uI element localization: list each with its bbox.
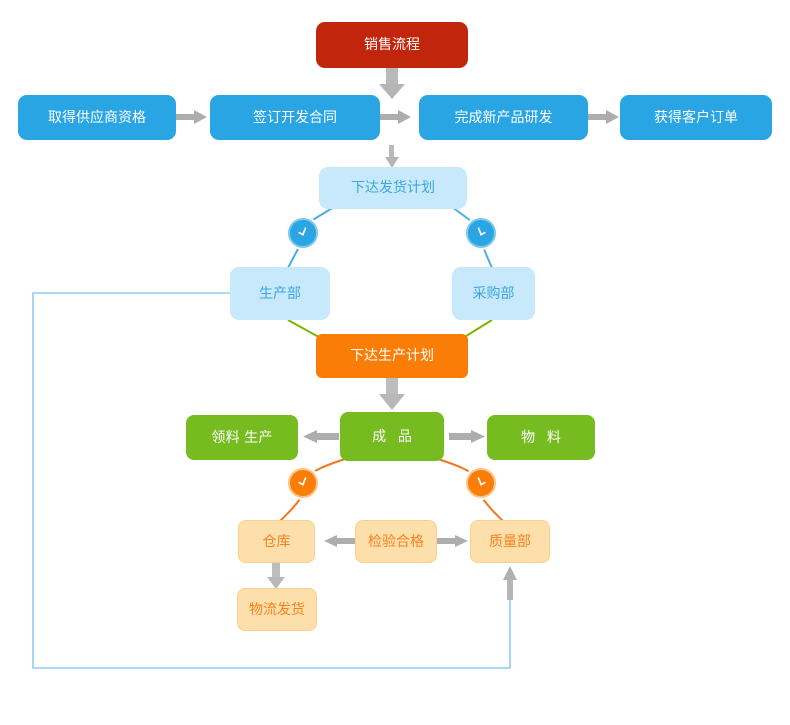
edge-prodplan-to-product (379, 376, 405, 410)
edge-sales-to-stagerow (379, 68, 405, 99)
edge-stage-2-3 (380, 110, 411, 124)
node-sales-process[interactable]: 销售流程 (316, 22, 468, 68)
edge-feedback-arrowhead (503, 566, 517, 600)
node-label: 下达发货计划 (351, 179, 435, 196)
node-label: 检验合格 (368, 532, 424, 549)
edge-warehouse-to-shipping (267, 563, 285, 589)
node-development-contract[interactable]: 签订开发合同 (210, 95, 380, 140)
node-label: 取得供应商资格 (48, 108, 146, 125)
clock-arrow-down-right-icon (477, 227, 486, 236)
node-customer-order[interactable]: 获得客户订单 (620, 95, 772, 140)
edge-inspection-to-quality (437, 535, 468, 547)
node-label: 签订开发合同 (253, 108, 337, 125)
node-quality-department[interactable]: 质量部 (470, 520, 550, 563)
badge-ring (286, 216, 320, 250)
node-label: 采购部 (472, 284, 515, 301)
clock-arrow-down-right-icon (477, 477, 486, 486)
edge-stage-3-4 (588, 110, 619, 124)
edge-product-to-picking (303, 430, 339, 443)
node-label: 销售流程 (364, 36, 420, 53)
badge-blue-step-left[interactable] (286, 216, 320, 250)
node-label: 物流发货 (249, 600, 305, 617)
clock-arrow-down-left-icon (298, 227, 307, 236)
node-label: 下达生产计划 (350, 347, 434, 364)
node-label: 质量部 (489, 532, 531, 549)
node-label: 物 料 (521, 428, 565, 445)
node-label: 完成新产品研发 (454, 108, 553, 125)
node-logistics-shipping[interactable]: 物流发货 (237, 588, 317, 631)
node-inspection-passed[interactable]: 检验合格 (355, 520, 437, 563)
node-label: 领料 生产 (211, 428, 273, 445)
node-production-plan[interactable]: 下达生产计划 (316, 334, 468, 378)
node-supplier-qualification[interactable]: 取得供应商资格 (18, 95, 176, 140)
node-label: 生产部 (259, 284, 301, 301)
node-label: 成 品 (372, 427, 416, 444)
node-label: 获得客户订单 (654, 108, 738, 125)
node-warehouse[interactable]: 仓库 (238, 520, 315, 563)
node-label: 仓库 (262, 532, 291, 549)
edge-inspection-to-warehouse (324, 535, 355, 547)
node-production-department[interactable]: 生产部 (230, 267, 330, 320)
node-purchasing-department[interactable]: 采购部 (452, 267, 535, 320)
node-picking-production[interactable]: 领料 生产 (186, 415, 298, 460)
badge-orange-step-right[interactable] (464, 466, 498, 500)
node-new-product-rd[interactable]: 完成新产品研发 (419, 95, 588, 140)
edge-stage-1-2 (176, 110, 207, 124)
clock-arrow-down-left-icon (298, 477, 307, 486)
node-finished-product[interactable]: 成 品 (340, 412, 444, 461)
node-material[interactable]: 物 料 (487, 415, 595, 460)
edge-product-to-material (449, 430, 485, 443)
node-shipping-plan[interactable]: 下达发货计划 (319, 167, 467, 209)
edge-stagerow-to-shipplan (385, 145, 399, 168)
badge-ring (464, 216, 498, 250)
badge-orange-step-left[interactable] (286, 466, 320, 500)
badge-blue-step-right[interactable] (464, 216, 498, 250)
